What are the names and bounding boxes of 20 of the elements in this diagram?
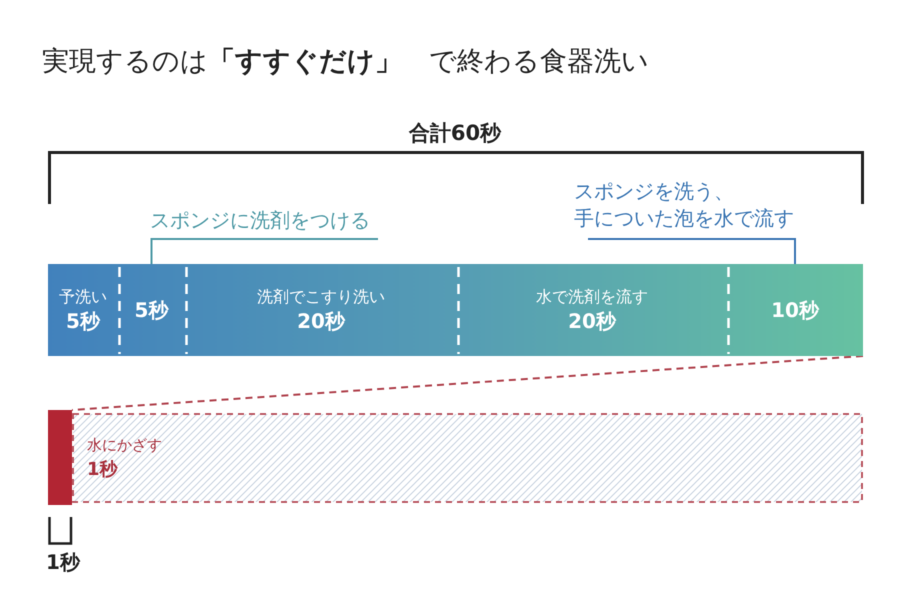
leader-line (150, 238, 378, 264)
step-label: 水にかざす (87, 435, 162, 456)
duration-label: 5秒 (134, 297, 168, 323)
step-label: 洗剤でこすり洗い (257, 286, 385, 308)
duration-label: 20秒 (568, 308, 616, 334)
annotation-text: スポンジを洗う、手についた泡を水で流す (574, 178, 795, 232)
dimension-label: 合計60秒 (408, 120, 502, 146)
duration-label: 5秒 (66, 308, 100, 334)
title: 実現するのは「すすぐだけ」 で終わる食器洗い (42, 45, 649, 79)
projection-line (72, 355, 864, 411)
duration-label: 10秒 (771, 297, 819, 323)
step-label: 予洗い (59, 286, 107, 308)
hatched-area (72, 413, 863, 503)
duration-label: 20秒 (297, 308, 345, 334)
leader-line (588, 238, 796, 264)
short-bar (48, 410, 72, 505)
step-label: 水で洗剤を流す (536, 286, 648, 308)
duration-label: 1秒 (87, 458, 118, 482)
dimension-label: 1秒 (46, 549, 80, 575)
annotation-text: スポンジに洗剤をつける (150, 207, 371, 234)
